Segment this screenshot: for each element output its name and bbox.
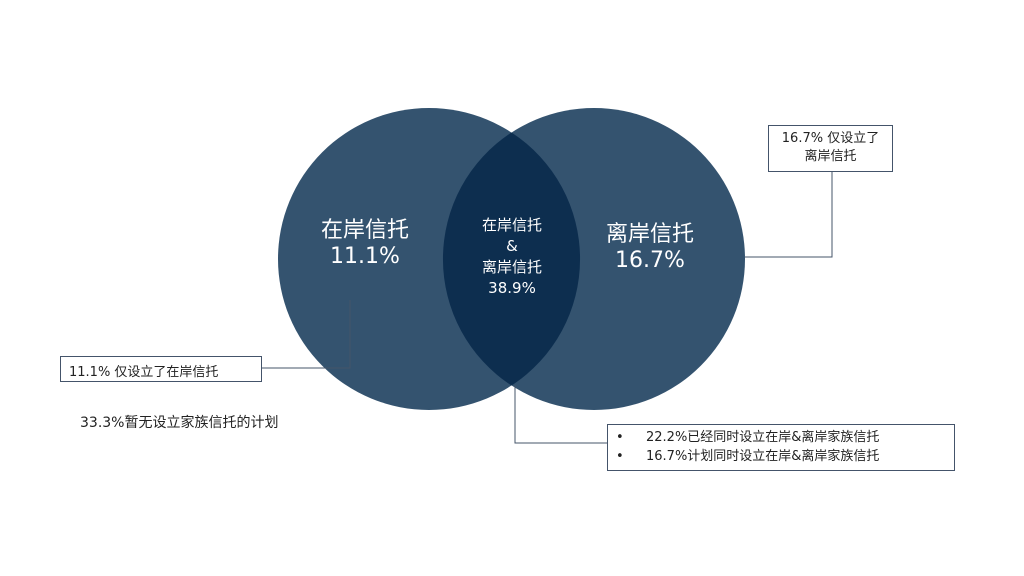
intersection-name-b: 离岸信托	[481, 258, 542, 276]
bottom-connector	[514, 385, 607, 444]
left-callout-box: 11.1% 仅设立了在岸信托	[60, 356, 262, 382]
left-callout-text: 11.1% 仅设立了在岸信托	[69, 365, 219, 380]
intersection-label: 在岸信托 & 离岸信托 38.9%	[462, 215, 562, 299]
bottom-callout-item: • 16.7%计划同时设立在岸&离岸家族信托	[616, 447, 946, 466]
bullet-icon: •	[616, 449, 624, 464]
right-callout-box: 16.7% 仅设立了 离岸信托	[768, 125, 893, 172]
bullet-icon: •	[616, 430, 624, 445]
right-callout-line2: 离岸信托	[804, 149, 857, 164]
left-set-label: 在岸信托 11.1%	[300, 218, 430, 271]
intersection-value: 38.9%	[488, 279, 536, 297]
bottom-callout-text: 16.7%计划同时设立在岸&离岸家族信托	[646, 449, 880, 464]
right-connector	[745, 172, 833, 258]
left-connector	[262, 300, 351, 369]
bottom-callout-box: • 22.2%已经同时设立在岸&离岸家族信托 • 16.7%计划同时设立在岸&离岸家…	[607, 424, 955, 471]
bottom-callout-text: 22.2%已经同时设立在岸&离岸家族信托	[646, 430, 880, 445]
left-set-value: 11.1%	[330, 244, 400, 270]
bottom-callout-item: • 22.2%已经同时设立在岸&离岸家族信托	[616, 428, 946, 447]
right-set-name: 离岸信托	[605, 222, 694, 247]
left-set-name: 在岸信托	[320, 218, 409, 243]
intersection-amp: &	[506, 237, 518, 255]
intersection-name-a: 在岸信托	[481, 216, 542, 234]
right-set-value: 16.7%	[615, 248, 685, 274]
no-plan-note: 33.3%暂无设立家族信托的计划	[80, 415, 279, 431]
intersection-lens	[442, 132, 581, 386]
right-set-label: 离岸信托 16.7%	[585, 222, 715, 275]
right-callout-line1: 16.7% 仅设立了	[781, 131, 880, 146]
